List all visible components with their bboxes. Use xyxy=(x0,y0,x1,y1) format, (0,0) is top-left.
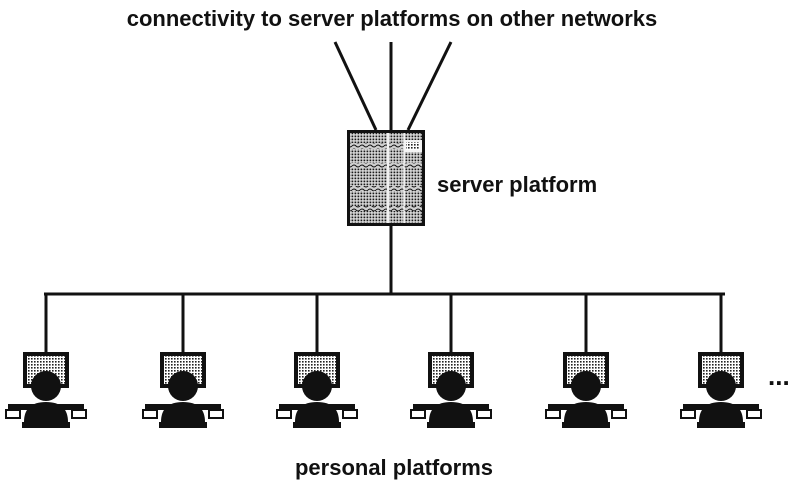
personal-platforms-label: personal platforms xyxy=(295,455,493,480)
user-at-computer-icon xyxy=(680,351,762,429)
uplink-lines xyxy=(333,41,453,131)
user-at-computer-icon xyxy=(545,351,627,429)
user-at-computer-icon xyxy=(5,351,87,429)
user-at-computer-icon xyxy=(276,351,358,429)
personal-platforms xyxy=(5,351,762,429)
uplink-left xyxy=(333,41,378,131)
connectivity-label: connectivity to server platforms on othe… xyxy=(127,6,658,31)
more-platforms-ellipsis: ... xyxy=(768,361,790,391)
platform-drop-lines xyxy=(44,294,723,352)
user-at-computer-icon xyxy=(142,351,224,429)
server-label: server platform xyxy=(437,172,597,197)
server-rack-icon xyxy=(347,130,425,226)
uplink-right xyxy=(406,41,453,131)
user-at-computer-icon xyxy=(410,351,492,429)
